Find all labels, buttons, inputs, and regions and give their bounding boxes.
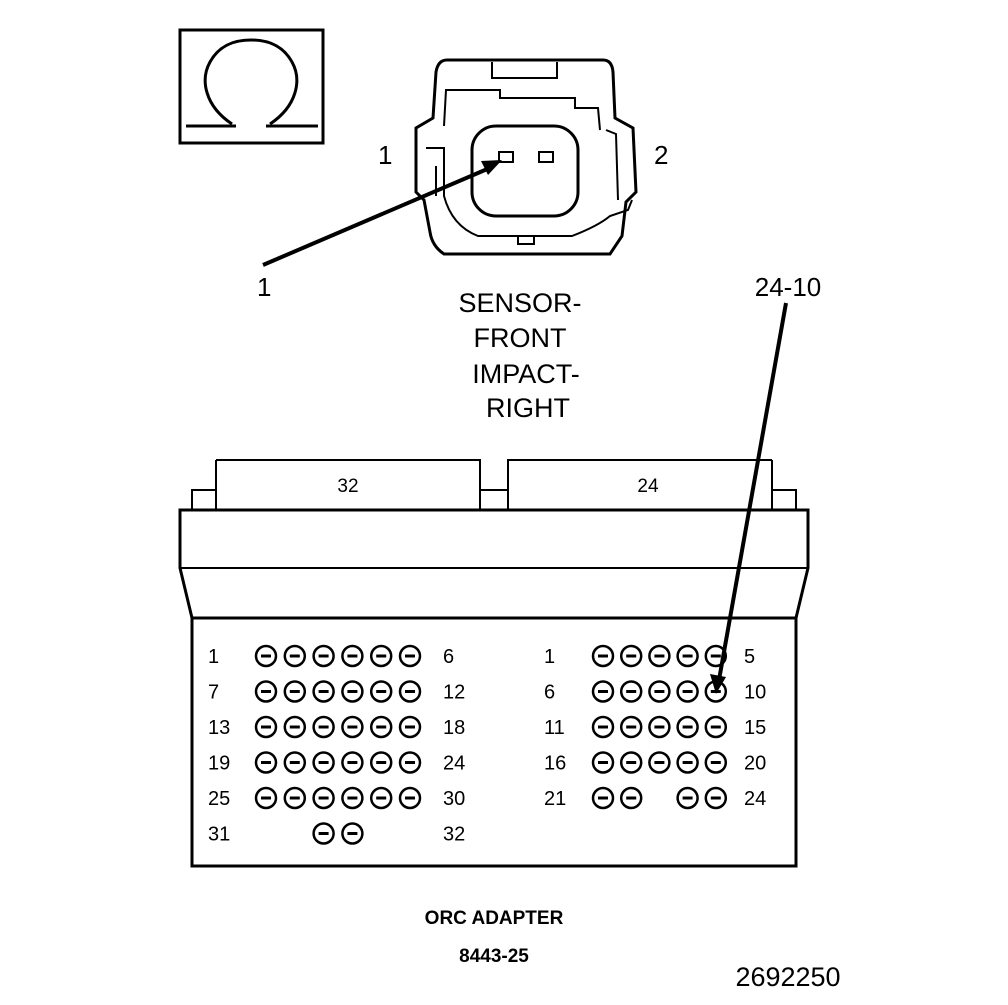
left-pin-cavity xyxy=(254,751,278,774)
right-pin-cavity xyxy=(648,751,671,774)
right-pin-cavity xyxy=(619,644,643,668)
right-row-start-label: 16 xyxy=(544,753,566,775)
right-pin-cavity xyxy=(648,715,671,739)
left-pin-cavity xyxy=(369,786,393,810)
right-pin-cavity xyxy=(676,751,699,774)
right-pin-cavity xyxy=(591,680,615,703)
left-row-end-label: 18 xyxy=(443,717,465,739)
right-row-start-label: 21 xyxy=(544,788,566,810)
left-pin-cavity xyxy=(398,644,422,668)
left-pin-cavity xyxy=(398,715,422,739)
left-pin-cavity xyxy=(312,715,335,739)
right-pin-cavity xyxy=(619,680,643,703)
figure-id: 2692250 xyxy=(735,962,840,992)
left-pin-cavity xyxy=(341,680,364,703)
sensor-title-line-3: IMPACT- xyxy=(472,359,580,389)
right-pin-cavity xyxy=(676,715,699,739)
orc-adapter-body xyxy=(178,459,810,868)
right-pin-cavity xyxy=(676,644,699,668)
left-pin-cavity xyxy=(254,680,278,703)
adapter-right-header: 24 xyxy=(637,476,659,497)
right-pin-cavity xyxy=(591,715,615,739)
left-row-start-label: 19 xyxy=(208,753,230,775)
sensor-callout-label: 1 xyxy=(257,272,271,302)
right-pin-cavity xyxy=(704,751,728,774)
left-pin-cavity xyxy=(254,644,278,668)
left-pin-cavity xyxy=(312,786,335,810)
right-pin-cavity xyxy=(704,644,728,668)
left-pin-cavity xyxy=(398,680,422,703)
left-pin-cavity xyxy=(254,715,278,739)
left-pin-cavity xyxy=(254,786,278,810)
left-pin-cavity xyxy=(283,715,307,739)
left-row-end-label: 30 xyxy=(443,788,465,810)
adapter-part-number: 8443-25 xyxy=(459,946,529,967)
right-pin-cavity xyxy=(676,786,699,810)
left-row-start-label: 31 xyxy=(208,824,230,846)
adapter-left-header: 32 xyxy=(337,476,358,497)
left-pin-cavity xyxy=(312,751,335,774)
right-pin-cavity xyxy=(619,786,643,810)
right-pin-cavity xyxy=(591,786,615,810)
left-pin-cavity xyxy=(312,822,335,845)
left-row-end-label: 32 xyxy=(443,824,465,846)
left-row-start-label: 1 xyxy=(208,646,219,668)
ohm-icon xyxy=(178,28,325,145)
right-row-end-label: 10 xyxy=(744,682,766,704)
left-pin-cavity xyxy=(398,786,422,810)
left-row-start-label: 25 xyxy=(208,788,230,810)
sensor-title-line-2: FRONT xyxy=(474,323,567,353)
right-row-start-label: 6 xyxy=(544,682,555,704)
left-row-start-label: 13 xyxy=(208,717,230,739)
adapter-callout-label: 24-10 xyxy=(755,272,822,302)
left-row-end-label: 12 xyxy=(443,682,465,704)
left-pin-cavity xyxy=(341,822,364,845)
left-pin-cavity xyxy=(341,715,364,739)
right-pin-cavity xyxy=(648,680,671,703)
left-row-end-label: 6 xyxy=(443,646,454,668)
right-pin-cavity xyxy=(648,644,671,668)
left-pin-cavity xyxy=(398,751,422,774)
right-pin-cavity xyxy=(676,680,699,703)
adapter-callout-arrow xyxy=(710,302,788,694)
left-pin-cavity xyxy=(341,751,364,774)
right-pin-cavity xyxy=(619,751,643,774)
sensor-connector-face xyxy=(414,58,638,256)
left-pin-cavity xyxy=(283,680,307,703)
left-pin-cavity xyxy=(369,751,393,774)
left-pin-cavity xyxy=(369,644,393,668)
left-pin-cavity xyxy=(341,644,364,668)
right-row-start-label: 1 xyxy=(544,646,555,668)
right-row-end-label: 15 xyxy=(744,717,766,739)
sensor-title-line-4: RIGHT xyxy=(486,393,570,423)
sensor-callout-arrow xyxy=(262,160,502,267)
right-row-end-label: 20 xyxy=(744,753,766,775)
adapter-name: ORC ADAPTER xyxy=(425,908,564,929)
sensor-pin-2-label: 2 xyxy=(654,140,668,170)
right-pin-cavity xyxy=(704,715,728,739)
left-pin-cavity xyxy=(312,680,335,703)
left-row-start-label: 7 xyxy=(208,682,219,704)
left-pin-cavity xyxy=(283,786,307,810)
left-pin-cavity xyxy=(369,680,393,703)
right-row-end-label: 5 xyxy=(744,646,755,668)
right-row-end-label: 24 xyxy=(744,788,766,810)
right-pin-cavity xyxy=(704,786,728,810)
left-pin-cavity xyxy=(341,786,364,810)
left-row-end-label: 24 xyxy=(443,753,465,775)
right-pin-cavity xyxy=(591,751,615,774)
sensor-pin-1-label: 1 xyxy=(378,140,392,170)
sensor-title-line-1: SENSOR- xyxy=(458,288,581,318)
right-pin-cavity xyxy=(591,644,615,668)
right-row-start-label: 11 xyxy=(544,717,565,739)
left-pin-cavity xyxy=(369,715,393,739)
right-pin-cavity xyxy=(619,715,643,739)
left-pin-cavity xyxy=(283,644,307,668)
left-pin-cavity xyxy=(283,751,307,774)
left-pin-cavity xyxy=(312,644,335,668)
